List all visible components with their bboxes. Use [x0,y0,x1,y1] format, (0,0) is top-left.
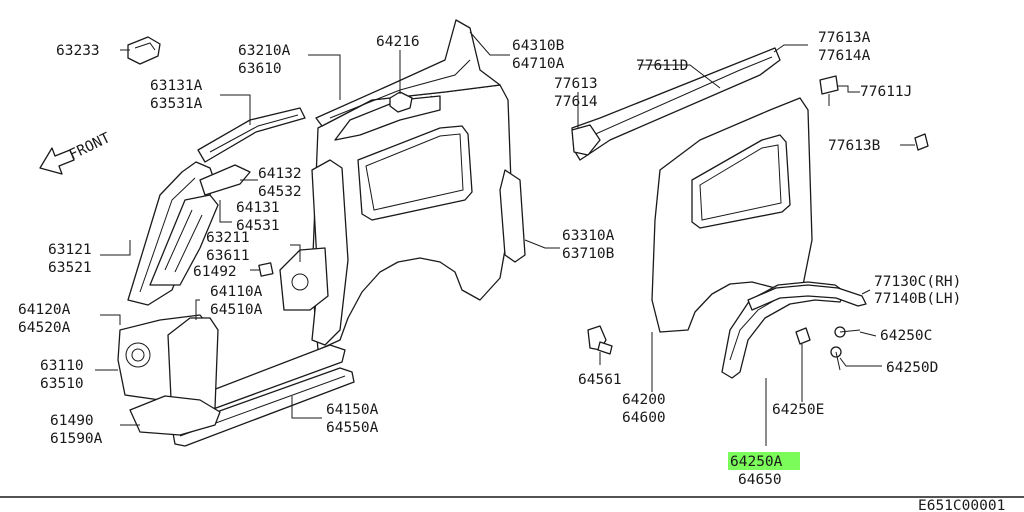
part-code: 64250C [880,328,932,344]
part-code: 77140B(LH) [874,291,961,307]
rear-gusset-63310 [499,169,526,263]
part-code: 64650 [738,472,782,488]
part-code: 64200 [622,392,666,408]
part-code: 63210A [238,43,291,59]
part-code: 61492 [193,264,237,280]
part-code: 63121 [48,242,92,258]
part-labels: 63233 63210A 63610 64216 64310B 64710A 6… [18,30,1005,512]
bolt-64250C [834,326,861,338]
part-code: 63710B [562,246,615,262]
part-code: 64550A [326,420,379,436]
part-code: 63131A [150,78,203,94]
part-code: 64216 [376,34,420,50]
clip-64250E [795,327,811,345]
moulding-end-cap [571,124,601,156]
part-code: 63211 [206,230,250,246]
part-code: 63510 [40,376,84,392]
part-code-highlighted: 64250A [730,454,783,470]
side-sill-outer [171,367,355,447]
part-code: 64710A [512,56,565,72]
part-code: 63531A [150,96,203,112]
part-code: 64310B [512,38,565,54]
part-code: 63611 [206,248,250,264]
quarter-window [357,125,473,221]
front-arrow-icon [39,147,75,175]
part-code: 64250E [772,402,824,418]
upper-bracket-64132 [199,164,251,196]
part-code: 63110 [40,358,84,374]
part-code: 64510A [210,302,263,318]
part-code: 77613 [554,76,598,92]
leader-lines [95,31,915,446]
wheel-arch-moulding [747,284,867,311]
part-code: 64132 [258,166,302,182]
clip-77611J [819,75,839,106]
part-code: 77611D [636,58,688,74]
part-code: 63310A [562,228,615,244]
inner-upper-panel [334,95,441,141]
part-code: 64520A [18,320,71,336]
part-code: 63521 [48,260,92,276]
diagram-id: E651C00001 [918,498,1005,512]
part-code: 64120A [18,302,71,318]
part-code: 64110A [210,284,263,300]
part-code: 64531 [236,218,280,234]
roof-side-rail [315,19,501,127]
part-code: 77611J [860,84,912,100]
front-label: FRONT [67,130,113,164]
part-code: 64600 [622,410,666,426]
roof-rail-inner [197,107,306,163]
part-code: 64150A [326,402,379,418]
outer-quarter-window [691,134,791,229]
part-code: 64561 [578,372,622,388]
bolt-64250D [830,346,842,371]
clip-77613B [914,133,929,151]
clip-61492 [258,262,274,277]
part-code: 64131 [236,200,280,216]
part-code: 77613B [828,138,881,154]
part-code: 77130C(RH) [874,274,961,290]
part-code: 64532 [258,184,302,200]
part-code: 77614A [818,48,871,64]
floor-extension-61490 [129,395,221,436]
part-code: 64250D [886,360,938,376]
part-code: 63610 [238,61,282,77]
bracket-63233 [127,36,161,65]
part-code: 61490 [50,413,94,429]
part-highlight [728,452,800,470]
part-code: 77614 [554,94,598,110]
part-code: 77613A [818,30,871,46]
grommet-64561 [587,325,613,355]
inner-wheelhouse [279,247,329,311]
part-code: 61590A [50,431,103,447]
roof-drip-moulding [571,47,781,161]
part-code: 63233 [56,43,100,59]
